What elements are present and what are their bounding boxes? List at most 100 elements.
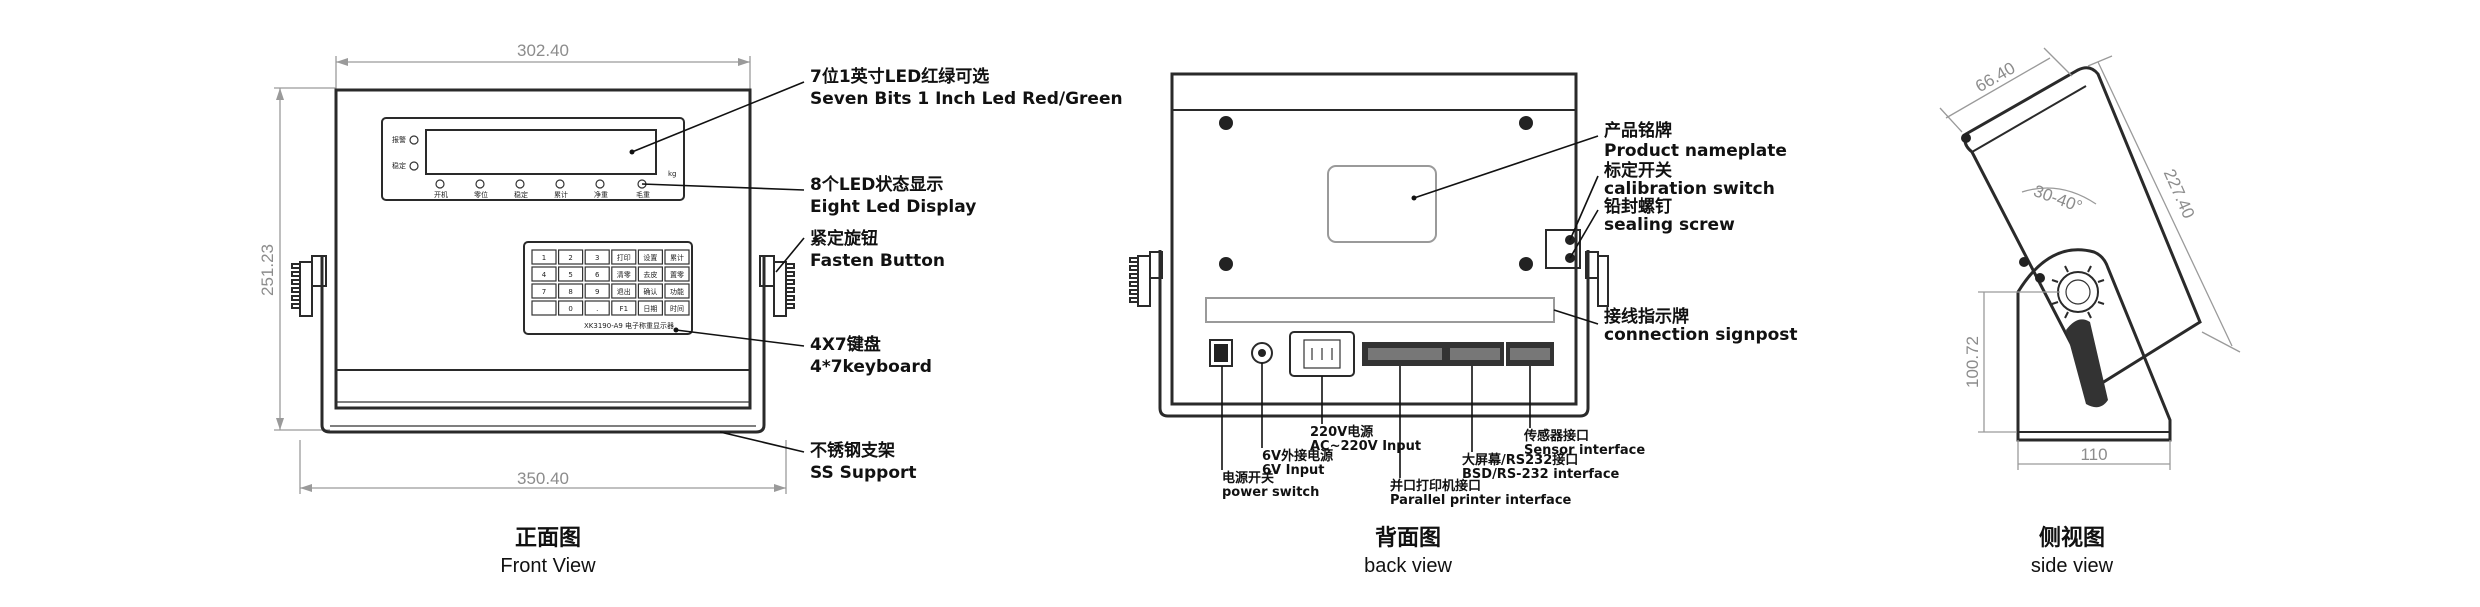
callout-keyboard-cn: 4X7键盘	[810, 334, 881, 355]
keypad-key-label: 退出	[617, 287, 631, 296]
back-bsd-rs232-port	[1446, 342, 1504, 366]
keypad-key	[637, 266, 664, 282]
callout-sealing-en: sealing screw	[1604, 215, 1735, 235]
front-view-title-cn: 正面图	[515, 526, 581, 551]
side-dim-diag-label: 227.40	[2160, 166, 2199, 221]
keypad-key	[611, 249, 637, 265]
back-fasten-knob-left	[1129, 251, 1163, 307]
keypad-key-label: 功能	[670, 287, 684, 296]
callout-6v-input-en: 6V Input	[1262, 463, 1325, 478]
keypad-key-label: 置零	[670, 271, 684, 279]
callout-ss-support-cn: 不锈钢支架	[810, 440, 895, 461]
side-stand-slot	[2066, 319, 2108, 408]
keypad-key	[611, 300, 637, 316]
side-dim-height-label: 100.72	[1963, 336, 1982, 388]
keypad-key-label: 4	[542, 271, 547, 279]
keypad-key	[584, 283, 610, 299]
callout-calibration-cn: 标定开关	[1604, 160, 1672, 181]
keypad-key-label: 3	[595, 254, 599, 262]
side-dim-top: 66.40	[1939, 47, 2073, 133]
back-sensor-port	[1506, 342, 1554, 366]
side-dim-height: 100.72	[1963, 291, 2060, 433]
display-label-stable: 稳定	[392, 161, 406, 170]
side-dim-diag: 227.40	[2087, 55, 2241, 353]
keypad-key-label: 2	[568, 254, 572, 262]
back-ss-support	[1158, 250, 1590, 418]
side-view: 66.40 227.40 30-40° 100.72 110 侧视图 side …	[1939, 47, 2241, 577]
back-view-title-en: back view	[1364, 555, 1452, 577]
callout-keyboard-en: 4*7keyboard	[810, 357, 932, 377]
callout-calibration-en: calibration switch	[1604, 179, 1775, 199]
side-fasten-knob	[2051, 265, 2105, 319]
front-dim-bottom-label: 350.40	[517, 469, 569, 488]
front-housing	[334, 88, 752, 410]
keypad-key-label: 累计	[670, 253, 684, 262]
side-dim-base-label: 110	[2080, 445, 2107, 464]
keypad-key	[584, 300, 610, 316]
callout-fasten-button-en: Fasten Button	[810, 251, 945, 271]
led-label: 开机	[434, 190, 448, 199]
callout-led-display-cn: 7位1英寸LED红绿可选	[810, 66, 989, 87]
callout-bsd-en: BSD/RS-232 interface	[1462, 467, 1620, 482]
front-dim-bottom: 350.40	[299, 440, 787, 494]
side-view-title-en: side view	[2031, 555, 2114, 577]
callout-led-display-en: Seven Bits 1 Inch Led Red/Green	[810, 89, 1123, 109]
keypad-key-label: 去皮	[643, 270, 657, 279]
display-unit-kg: kg	[668, 170, 677, 178]
front-dim-top-label: 302.40	[517, 41, 569, 60]
keypad-key-label: 打印	[617, 253, 631, 262]
keypad-key	[584, 249, 610, 265]
callout-signpost-cn: 接线指示牌	[1604, 306, 1689, 327]
keypad-key	[664, 249, 690, 265]
side-dim-angle: 30-40°	[2021, 181, 2097, 216]
side-dim-top-label: 66.40	[1972, 58, 2018, 96]
led-label: 稳定	[514, 190, 528, 199]
back-parallel-port	[1362, 342, 1448, 366]
keypad-key-label: 设置	[643, 253, 657, 262]
callout-signpost-en: connection signpost	[1604, 325, 1798, 345]
back-calibration-switch	[1545, 229, 1581, 269]
back-housing	[1170, 72, 1578, 406]
callout-fasten-button-cn: 紧定旋钮	[810, 228, 878, 249]
display-label-alarm: 报警	[392, 135, 406, 144]
keypad-key	[557, 249, 584, 265]
front-keypad	[523, 241, 693, 335]
callout-sensor-en: Sensor interface	[1524, 443, 1645, 458]
keypad-key-label: 确认	[643, 287, 657, 296]
callout-ac-input-cn: 220V电源	[1310, 424, 1373, 440]
front-view: 302.40 251.23 350.40	[258, 41, 1123, 577]
keypad-key	[557, 300, 584, 316]
led-label: 零位	[474, 190, 488, 199]
callout-ac-input-en: AC~220V Input	[1310, 439, 1421, 454]
keypad-key	[557, 283, 584, 299]
keypad-key	[611, 283, 637, 299]
front-led-indicators: 开机 零位 稳定 累计 净重 毛重	[434, 179, 650, 199]
keypad-key	[664, 266, 690, 282]
keypad-key	[611, 266, 637, 282]
callout-eight-led-en: Eight Led Display	[810, 197, 976, 217]
front-fasten-knob-right	[759, 255, 795, 317]
keypad-key	[664, 300, 690, 316]
led-label: 累计	[554, 190, 568, 199]
back-power-switch	[1209, 339, 1233, 367]
keypad-key-label: 7	[542, 288, 546, 296]
front-display-panel	[381, 117, 685, 201]
keypad-key-label: 8	[568, 288, 572, 296]
keypad-key	[637, 283, 664, 299]
keypad-key	[637, 249, 664, 265]
front-dim-left: 251.23	[258, 87, 336, 431]
keypad-key-label: 9	[595, 288, 599, 296]
back-connection-signpost	[1205, 297, 1555, 323]
keypad-key	[531, 249, 557, 265]
side-dim-angle-label: 30-40°	[2031, 181, 2085, 216]
callout-power-switch-cn: 电源开关	[1222, 470, 1274, 486]
callout-6v-input-cn: 6V外接电源	[1262, 448, 1333, 464]
back-ac-input	[1289, 331, 1355, 377]
keypad-key	[557, 266, 584, 282]
keypad-key-label: 日期	[643, 305, 657, 313]
keypad-key-label: 时间	[670, 304, 684, 313]
callout-nameplate-en: Product nameplate	[1604, 141, 1787, 161]
back-view: 产品铭牌 Product nameplate 标定开关 calibration …	[1129, 72, 1798, 577]
